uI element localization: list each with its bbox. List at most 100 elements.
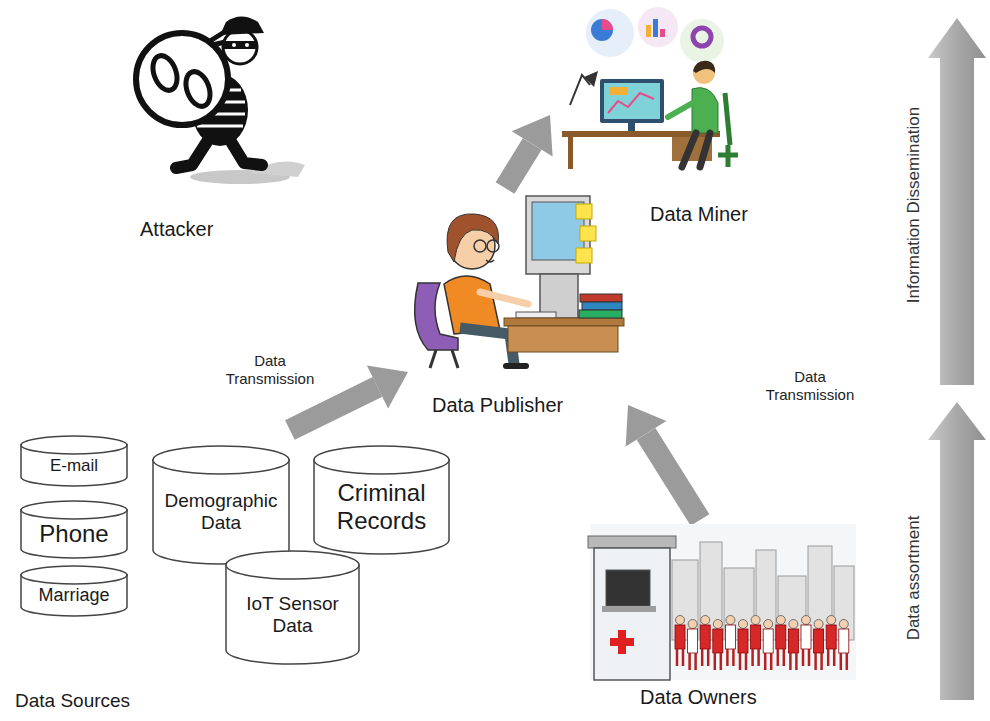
data-owners: Data Owners bbox=[580, 520, 860, 718]
book bbox=[582, 302, 622, 310]
person-body bbox=[801, 625, 811, 649]
person-head bbox=[802, 616, 811, 625]
desk-leg bbox=[568, 137, 573, 169]
person-head bbox=[827, 616, 836, 625]
dissemination-arrow bbox=[928, 18, 986, 385]
database-label: E-mail bbox=[28, 456, 120, 476]
desk-front bbox=[508, 326, 618, 352]
person-legs bbox=[803, 649, 809, 666]
arm bbox=[668, 101, 696, 117]
screen bbox=[604, 83, 660, 119]
transmission-arrow bbox=[505, 115, 553, 188]
shirt bbox=[692, 88, 718, 133]
person-body bbox=[688, 629, 698, 653]
bar bbox=[660, 29, 665, 37]
person-body bbox=[826, 625, 836, 649]
idea-bubble bbox=[586, 9, 634, 57]
arm bbox=[480, 292, 528, 304]
person-body bbox=[738, 629, 748, 653]
person-head bbox=[688, 620, 697, 629]
cylinder-top bbox=[226, 551, 359, 579]
red-cross bbox=[618, 630, 626, 654]
eye bbox=[232, 43, 236, 47]
database-label: IoT Sensor Data bbox=[233, 593, 352, 637]
sticky-note bbox=[576, 204, 592, 219]
assortment-arrow bbox=[928, 402, 986, 700]
person-legs bbox=[778, 649, 784, 666]
person-body bbox=[788, 629, 798, 653]
bar bbox=[646, 25, 651, 37]
bag-mark bbox=[182, 68, 215, 109]
data-source-group: Data Sources E-mailPhoneMarriage Demograph… bbox=[10, 430, 460, 718]
arrow-head bbox=[512, 115, 553, 157]
person-head bbox=[814, 620, 823, 629]
database-cylinder: Demographic Data bbox=[152, 445, 290, 565]
screen-chart bbox=[608, 93, 654, 113]
shirt-stripe bbox=[197, 125, 243, 128]
person-head bbox=[789, 620, 798, 629]
actor-label: Data Sources bbox=[15, 690, 130, 712]
person-body bbox=[814, 629, 824, 653]
arrow-shaft bbox=[646, 434, 700, 520]
database-label: Phone bbox=[28, 520, 120, 548]
person-legs bbox=[765, 653, 771, 670]
database-label: Criminal Records bbox=[321, 479, 442, 534]
actor-label: Data Owners bbox=[640, 686, 757, 709]
sticky-note bbox=[580, 226, 596, 241]
edge-label: Data Transmission bbox=[755, 368, 865, 404]
cylinder-top bbox=[21, 501, 127, 519]
cylinder-top bbox=[21, 436, 127, 454]
shoe bbox=[506, 363, 526, 369]
database-cylinder: IoT Sensor Data bbox=[225, 550, 360, 665]
person-body bbox=[725, 625, 735, 649]
data-publisher: Data Publisher bbox=[408, 188, 628, 425]
database-label: Marriage bbox=[28, 585, 120, 606]
sticky-note bbox=[576, 248, 592, 263]
person-body bbox=[763, 629, 773, 653]
person-legs bbox=[727, 649, 733, 666]
person-head bbox=[701, 616, 710, 625]
pie-slice bbox=[602, 19, 613, 30]
illustration bbox=[120, 5, 300, 250]
idea-bubble bbox=[638, 7, 678, 47]
person-head bbox=[726, 616, 735, 625]
database-cylinder: E-mail bbox=[20, 435, 128, 487]
person-legs bbox=[790, 653, 796, 670]
person-body bbox=[839, 629, 849, 653]
legs bbox=[682, 133, 710, 167]
book bbox=[579, 310, 622, 318]
database-label: Demographic Data bbox=[160, 490, 282, 534]
glasses bbox=[487, 240, 499, 252]
eye bbox=[245, 43, 249, 47]
glasses bbox=[474, 240, 486, 252]
chair bbox=[718, 93, 738, 167]
person-body bbox=[776, 625, 786, 649]
screen-widget bbox=[610, 87, 628, 95]
side-arrow-label: Information Dissemination bbox=[904, 107, 924, 304]
attacker: Attacker bbox=[120, 5, 300, 250]
person-legs bbox=[753, 649, 759, 666]
edge-label: Data Transmission bbox=[215, 352, 325, 388]
keyboard bbox=[516, 312, 556, 318]
bag-mark bbox=[149, 52, 182, 93]
chair-legs bbox=[430, 350, 458, 368]
person-head bbox=[676, 616, 685, 625]
person-legs bbox=[816, 653, 822, 670]
arrow-shaft bbox=[290, 387, 378, 430]
person-head bbox=[713, 620, 722, 629]
bar bbox=[653, 19, 658, 37]
lamp-shade bbox=[584, 71, 598, 87]
hospital-roof bbox=[588, 536, 676, 548]
hospital-window bbox=[606, 570, 650, 606]
person-body bbox=[700, 625, 710, 649]
person-legs bbox=[677, 649, 683, 666]
arrow-head bbox=[626, 405, 667, 447]
person-legs bbox=[841, 653, 847, 670]
arrow-shaft bbox=[505, 144, 532, 188]
database-cylinder: Marriage bbox=[20, 565, 128, 617]
desk bbox=[504, 318, 624, 326]
illustration bbox=[408, 188, 628, 425]
person-head bbox=[739, 620, 748, 629]
window-sill bbox=[602, 606, 656, 612]
